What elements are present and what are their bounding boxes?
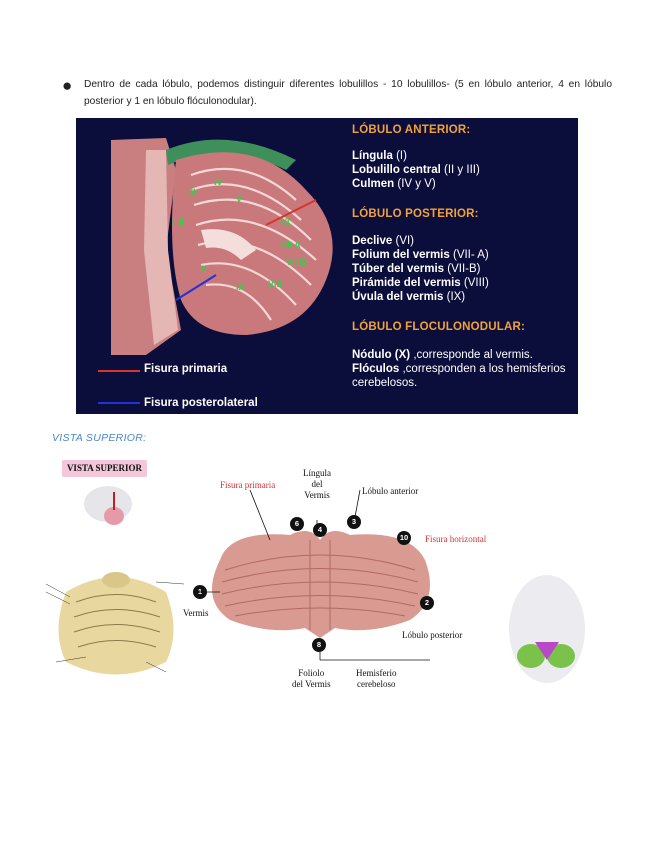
posterior-item: Folium del vermis (VII- A) (352, 249, 489, 261)
cerebellum-specimen-photo (46, 572, 185, 675)
legend-blue-line (98, 402, 140, 404)
legend-posterolateral-fissure: Fisura posterolateral (144, 397, 258, 409)
anterior-item: Língula (I) (352, 150, 407, 162)
lobule-label: VIII (268, 279, 282, 289)
brain-3d-superior-icon (509, 575, 585, 683)
anterior-item: Culmen (IV y V) (352, 178, 436, 190)
legend-primary-fissure: Fisura primaria (144, 363, 228, 375)
marker-4: 4 (313, 523, 327, 537)
vista-superior-heading: VISTA SUPERIOR: (52, 432, 147, 444)
lobule-label: VII B (286, 257, 307, 267)
posterior-item: Úvula del vermis (IX) (352, 291, 466, 303)
anterior-lobe-heading: LÓBULO ANTERIOR: (352, 124, 471, 136)
leader-lines (195, 489, 430, 661)
intro-paragraph: Dentro de cada lóbulo, podemos distingui… (84, 79, 612, 107)
label-fisura-horizontal: Fisura horizontal (425, 534, 487, 544)
marker-10: 10 (397, 531, 411, 545)
posterior-item: Declive (VI) (352, 235, 415, 247)
label-fisura-primaria: Fisura primaria (220, 480, 276, 490)
cerebellum-sagittal-figure: III IV V II I VI VII A VII B VIII IX X L… (76, 118, 578, 414)
floculonodular-line: Nódulo (X) ,corresponde al vermis. (352, 349, 533, 361)
lobule-label: X (201, 264, 207, 274)
posterior-lobe-heading: LÓBULO POSTERIOR: (352, 208, 479, 220)
floculonodular-lobe-heading: LÓBULO FLOCULONODULAR: (352, 321, 526, 333)
lobule-label: VII A (281, 240, 301, 250)
posterior-item: Pirámide del vermis (VIII) (352, 277, 489, 289)
lobule-label: V (236, 194, 242, 204)
brain-thumbnail-icon (84, 486, 132, 525)
lobule-label: VI (281, 217, 290, 227)
legend-red-line (98, 370, 140, 372)
label-vermis: Vermis (183, 608, 209, 618)
marker-3: 3 (347, 515, 361, 529)
posterior-item: Túber del vermis (VII-B) (352, 263, 481, 275)
floculonodular-line: cerebelosos. (352, 377, 418, 389)
cerebellum-sagittal-illustration: III IV V II I VI VII A VII B VIII IX X (111, 138, 333, 355)
anterior-item: Lobulillo central (II y III) (352, 164, 480, 176)
list-bullet: ● (62, 76, 73, 95)
cerebellum-superior-illustration (212, 531, 430, 638)
lobule-label: IV (214, 177, 223, 187)
label-lobulo-posterior: Lóbulo posterior (402, 630, 463, 640)
lobule-label: II (179, 217, 184, 227)
label-lobulo-anterior: Lóbulo anterior (362, 486, 419, 496)
lobule-label: III (188, 187, 196, 197)
lobule-label: IX (236, 282, 245, 292)
floculonodular-line: Flóculos ,corresponden a los hemisferios (352, 363, 566, 375)
marker-2: 2 (420, 596, 434, 610)
marker-6: 6 (290, 517, 304, 531)
vista-superior-badge: VISTA SUPERIOR (62, 460, 147, 477)
marker-8: 8 (312, 638, 326, 652)
lobule-label: I (172, 217, 175, 227)
